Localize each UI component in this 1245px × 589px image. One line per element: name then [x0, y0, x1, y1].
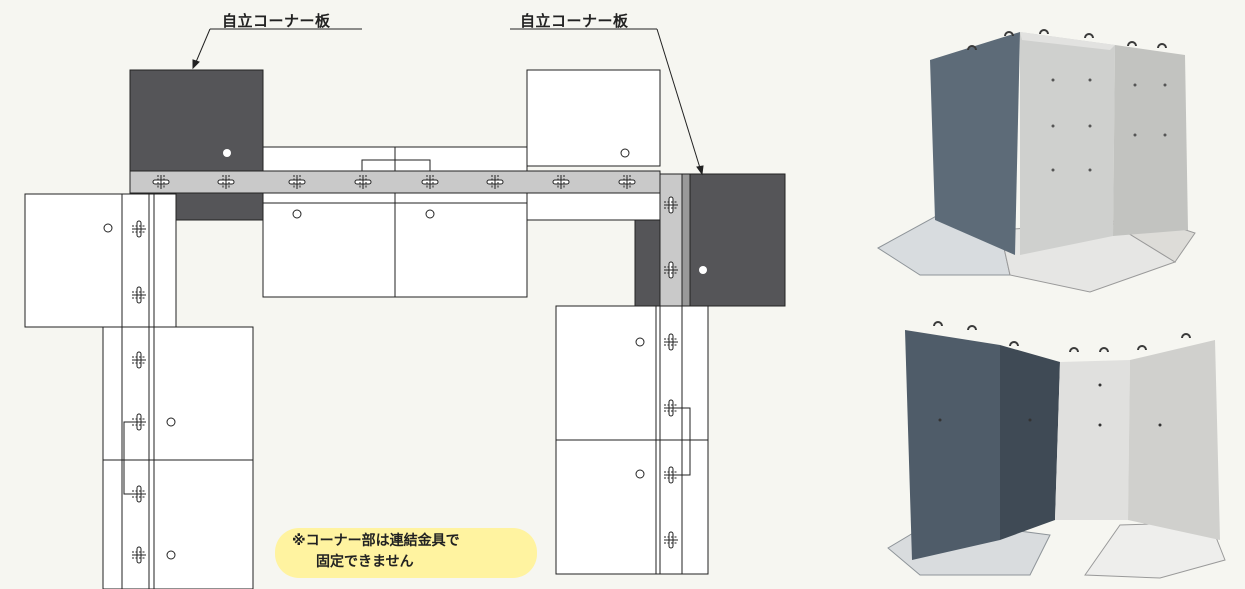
lift-hole [103, 223, 113, 233]
joint-strip-right [659, 173, 683, 307]
precast-l-wall-corner-photo-top [877, 29, 1196, 293]
bolt-row-top [152, 175, 636, 189]
panel-right-lower-2 [555, 439, 709, 575]
bolt-column-left [132, 220, 146, 564]
lift-hole [620, 148, 630, 158]
panel-left-lower-1 [102, 326, 254, 461]
joint-strip-top [129, 170, 661, 194]
panel-right-lower-1 [555, 305, 709, 441]
corner-panel-right [689, 173, 786, 307]
corner-panel-label-left: 自立コーナー板 [222, 12, 331, 30]
note-line-1: ※コーナー部は連結金具で [292, 533, 460, 549]
lift-hole [292, 209, 302, 219]
corner-panel-left-foot [175, 192, 264, 221]
lift-hole [699, 266, 707, 274]
note-line-2: 固定できません [316, 554, 414, 570]
lift-hole [166, 417, 176, 427]
joint-strip-right-inner [681, 173, 691, 307]
bolt-column-right [664, 196, 678, 549]
lift-hole [223, 149, 231, 157]
panel-middle-lower-left [262, 192, 396, 298]
precast-l-wall-corner-photo-bottom [887, 321, 1226, 579]
lift-hole [425, 209, 435, 219]
panel-right-top [526, 69, 661, 167]
lift-hole [635, 469, 645, 479]
panel-middle-lower-right [394, 192, 528, 298]
corner-panel-label-right: 自立コーナー板 [520, 12, 629, 30]
leader-line-right [510, 28, 704, 176]
leader-line-left [192, 28, 362, 70]
lift-hole [166, 550, 176, 560]
panel-right-top-lower [526, 192, 661, 221]
lift-hole [635, 337, 645, 347]
note-callout [275, 528, 537, 578]
corner-panel-right-side [634, 219, 663, 307]
panel-left-lower-2 [102, 459, 254, 589]
